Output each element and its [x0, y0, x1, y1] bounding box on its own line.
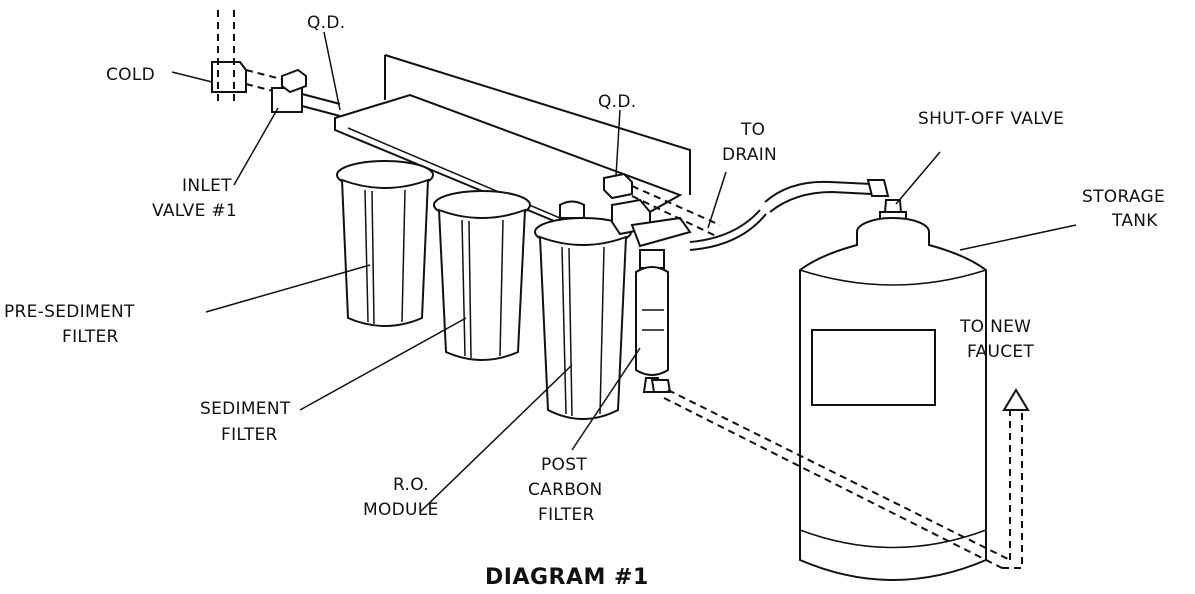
- label-sediment-line1: SEDIMENT: [200, 399, 291, 419]
- label-pre-sediment-line2: FILTER: [62, 327, 119, 347]
- label-storage-tank-line2: TANK: [1111, 211, 1158, 231]
- label-inlet-valve-line1: INLET: [182, 176, 232, 196]
- ro-module-housing: [534, 200, 632, 420]
- leader-lines: [171, 31, 1077, 513]
- pre-sediment-filter-housing: [336, 160, 434, 327]
- label-storage-tank-line1: STORAGE: [1082, 187, 1165, 207]
- label-post-carbon-line3: FILTER: [538, 505, 595, 525]
- diagram-title: DIAGRAM #1: [485, 565, 649, 590]
- label-inlet-valve-line2: VALVE #1: [152, 201, 237, 221]
- storage-tank: [799, 217, 987, 581]
- label-qd-right: Q.D.: [598, 92, 636, 112]
- label-sediment-line2: FILTER: [221, 425, 278, 445]
- label-to-drain-line1: TO: [740, 120, 765, 140]
- inlet-valve: [271, 68, 341, 117]
- label-new-faucet-line1: TO NEW: [959, 317, 1031, 337]
- drain-line: [689, 209, 767, 251]
- faucet-line: [650, 379, 1030, 569]
- post-carbon-filter: [635, 249, 669, 393]
- tank-feed-line: [764, 179, 890, 213]
- label-new-faucet-line2: FAUCET: [967, 342, 1034, 362]
- label-pre-sediment-line1: PRE-SEDIMENT: [4, 302, 135, 322]
- label-ro-module-line2: MODULE: [363, 500, 439, 520]
- label-post-carbon-line2: CARBON: [528, 480, 603, 500]
- diagram-labels: COLD Q.D. Q.D. TO DRAIN SHUT-OFF VALVE S…: [4, 13, 1165, 590]
- label-shutoff-valve: SHUT-OFF VALVE: [918, 109, 1064, 129]
- manifold-fittings: [603, 172, 721, 248]
- sediment-filter-housing: [433, 190, 531, 361]
- label-to-drain-line2: DRAIN: [722, 145, 777, 165]
- cold-water-pipe: [211, 10, 286, 105]
- label-cold: COLD: [106, 65, 155, 85]
- label-ro-module-line1: R.O.: [393, 475, 429, 495]
- label-qd-left: Q.D.: [307, 13, 345, 33]
- label-post-carbon-line1: POST: [541, 455, 587, 475]
